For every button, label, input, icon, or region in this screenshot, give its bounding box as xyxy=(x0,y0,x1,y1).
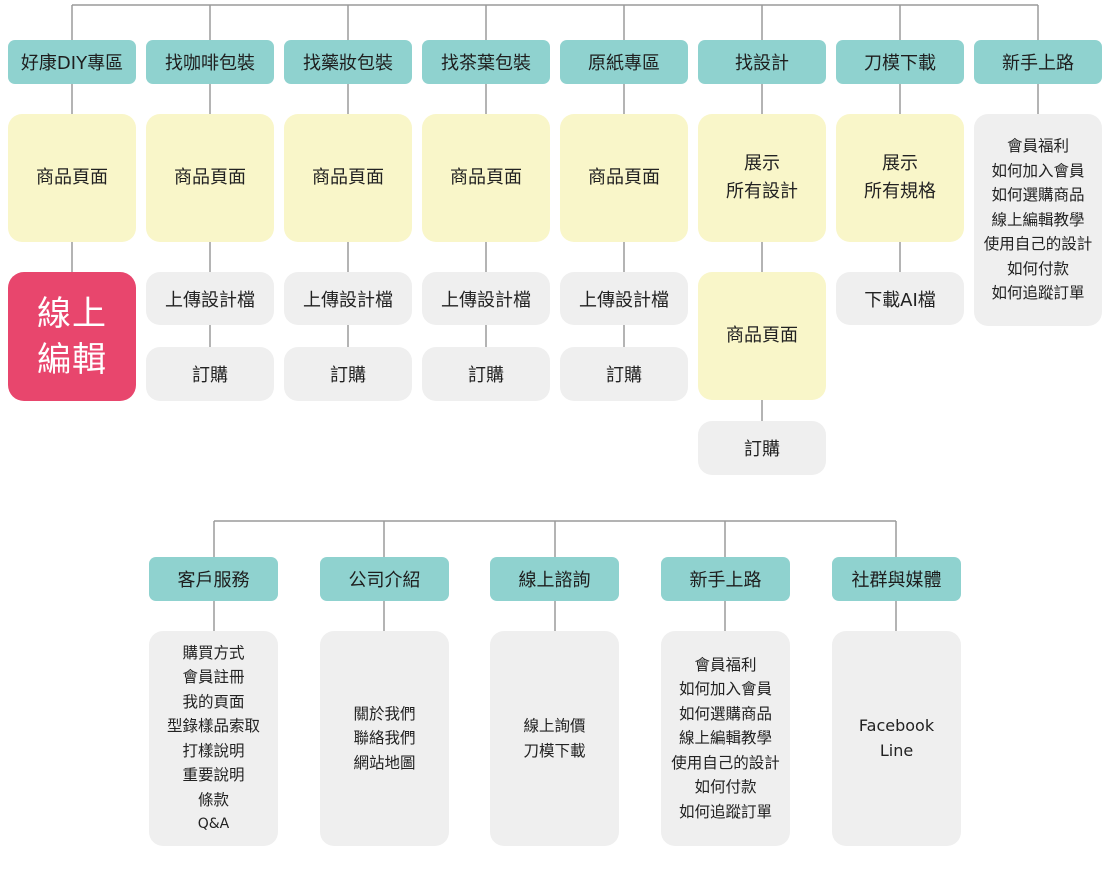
order-box: 訂購 xyxy=(698,421,826,475)
beginner-guide-list: 會員福利 如何加入會員 如何選購商品 線上編輯教學 使用自己的設計 如何付款 如… xyxy=(974,114,1102,326)
section-header-cosmetics[interactable]: 找藥妝包裝 xyxy=(284,40,412,84)
upload-design-box: 上傳設計檔 xyxy=(560,272,688,325)
order-box: 訂購 xyxy=(146,347,274,401)
section-header-diy[interactable]: 好康DIY專區 xyxy=(8,40,136,84)
consult-list: 線上詢價 刀模下載 xyxy=(490,631,619,846)
upload-design-box: 上傳設計檔 xyxy=(284,272,412,325)
order-box: 訂購 xyxy=(560,347,688,401)
section-header-paper[interactable]: 原紙專區 xyxy=(560,40,688,84)
section-header-beginner-2[interactable]: 新手上路 xyxy=(661,557,790,601)
download-ai-box: 下載AI檔 xyxy=(836,272,964,325)
social-media-list: Facebook Line xyxy=(832,631,961,846)
section-header-coffee[interactable]: 找咖啡包裝 xyxy=(146,40,274,84)
section-header-consult[interactable]: 線上諮詢 xyxy=(490,557,619,601)
customer-service-list: 購買方式 會員註冊 我的頁面 型錄樣品索取 打樣說明 重要說明 條款 Q&A xyxy=(149,631,278,846)
company-list: 關於我們 聯絡我們 網站地圖 xyxy=(320,631,449,846)
product-page-box: 商品頁面 xyxy=(284,114,412,242)
online-editor-box[interactable]: 線上 編輯 xyxy=(8,272,136,401)
product-page-box: 商品頁面 xyxy=(698,272,826,400)
section-header-tea[interactable]: 找茶葉包裝 xyxy=(422,40,550,84)
show-all-specs-box: 展示 所有規格 xyxy=(836,114,964,242)
order-box: 訂購 xyxy=(422,347,550,401)
section-header-social[interactable]: 社群與媒體 xyxy=(832,557,961,601)
product-page-box: 商品頁面 xyxy=(422,114,550,242)
section-header-dieline[interactable]: 刀模下載 xyxy=(836,40,964,84)
beginner-guide-list-2: 會員福利 如何加入會員 如何選購商品 線上編輯教學 使用自己的設計 如何付款 如… xyxy=(661,631,790,846)
product-page-box: 商品頁面 xyxy=(560,114,688,242)
section-header-customer-service[interactable]: 客戶服務 xyxy=(149,557,278,601)
product-page-box: 商品頁面 xyxy=(8,114,136,242)
upload-design-box: 上傳設計檔 xyxy=(146,272,274,325)
order-box: 訂購 xyxy=(284,347,412,401)
qa-item: Q&A xyxy=(197,816,230,832)
upload-design-box: 上傳設計檔 xyxy=(422,272,550,325)
show-all-designs-box: 展示 所有設計 xyxy=(698,114,826,242)
section-header-beginner[interactable]: 新手上路 xyxy=(974,40,1102,84)
section-header-company[interactable]: 公司介紹 xyxy=(320,557,449,601)
section-header-design[interactable]: 找設計 xyxy=(698,40,826,84)
customer-service-items: 購買方式 會員註冊 我的頁面 型錄樣品索取 打樣說明 重要說明 條款 xyxy=(166,643,260,809)
product-page-box: 商品頁面 xyxy=(146,114,274,242)
